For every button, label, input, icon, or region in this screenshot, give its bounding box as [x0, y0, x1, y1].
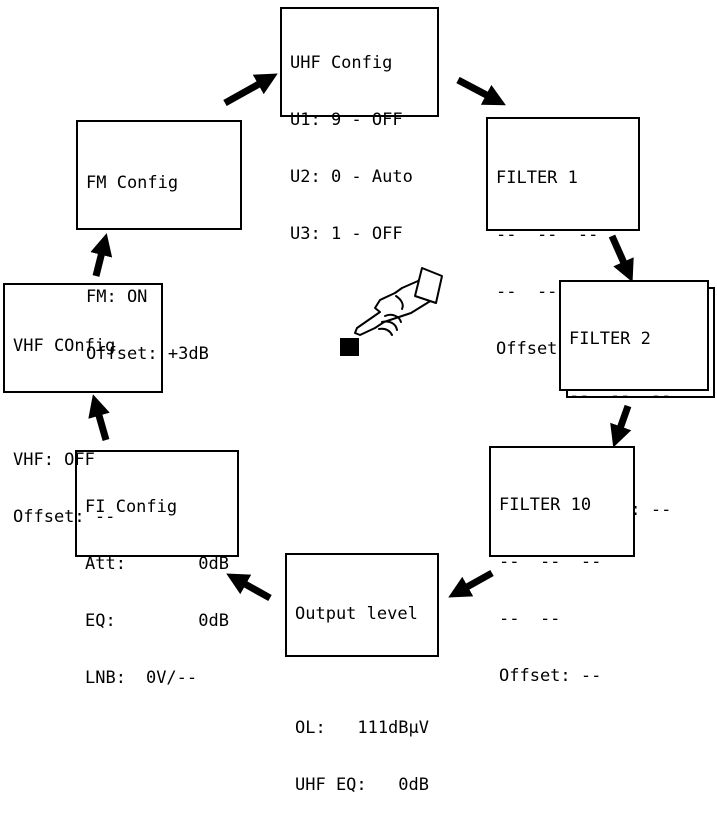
- filter1-line1: -- -- --: [496, 225, 599, 245]
- fm-config-title: FM Config: [86, 173, 179, 193]
- filter1-line2: -- --: [496, 282, 558, 302]
- filter2-line1: -- -- --: [569, 386, 672, 406]
- fm-config-line2: Offset: +3dB: [86, 344, 209, 364]
- arrow-fm-to-uhf: [223, 73, 278, 107]
- vhf-config-screen: VHF COnfig VHF: OFF Offset: --: [3, 283, 163, 527]
- fi-config-lnb-row: LNB: 0V/--: [85, 669, 229, 688]
- arrow-output-to-fi: [226, 573, 272, 602]
- filter2-screen: FILTER 2 -- -- -- -- -- Offset: --: [559, 280, 709, 520]
- output-level-ol-label: OL:: [295, 718, 326, 738]
- output-level-eq-label: UHF EQ:: [295, 775, 367, 795]
- filter10-offset: Offset: --: [499, 666, 602, 686]
- output-level-ol-value: 111dBµV: [357, 718, 429, 738]
- arrow-uhf-to-filter1: [456, 76, 506, 106]
- output-level-title: Output level: [295, 604, 418, 624]
- filter1-screen: FILTER 1 -- -- -- -- -- Offset: --: [486, 117, 640, 359]
- output-level-eq-row: UHF EQ: 0dB: [295, 776, 429, 795]
- fi-config-eq-row: EQ: 0dB: [85, 612, 229, 631]
- uhf-config-u3: U3: 1 - OFF: [290, 224, 403, 244]
- fi-config-lnb-value: 0V/--: [145, 668, 198, 688]
- fm-config-screen: FM Config FM: ON Offset: +3dB: [76, 120, 242, 364]
- pointing-hand-icon: [354, 267, 443, 336]
- fi-config-title: FI Config: [85, 497, 178, 517]
- uhf-config-u1: U1: 9 - OFF: [290, 110, 403, 130]
- output-level-eq-value: 0dB: [398, 775, 429, 795]
- filter2-title: FILTER 2: [569, 329, 651, 349]
- fi-config-eq-label: EQ:: [85, 611, 116, 631]
- output-level-spacer: [295, 662, 429, 681]
- fi-config-att-value: 0dB: [198, 554, 229, 574]
- filter10-line2: -- --: [499, 609, 561, 629]
- arrow-vhf-to-fm: [90, 233, 113, 277]
- fi-config-screen: FI Config Att: 0dB EQ: 0dB LNB: 0V/--: [75, 450, 239, 688]
- output-level-ol-row: OL: 111dBµV: [295, 719, 429, 738]
- vhf-config-title: VHF COnfig: [13, 336, 116, 356]
- vhf-config-line1: VHF: OFF: [13, 450, 95, 470]
- fi-config-eq-value: 0dB: [198, 611, 229, 631]
- fi-config-att-label: Att:: [85, 554, 126, 574]
- fi-config-lnb-label: LNB:: [85, 668, 126, 688]
- arrow-fi-to-vhf: [88, 394, 110, 441]
- square-button-icon: [340, 338, 359, 356]
- fi-config-att-row: Att: 0dB: [85, 555, 229, 574]
- arrow-filter2-to-filter10: [610, 404, 632, 448]
- fm-config-line1: FM: ON: [86, 287, 148, 307]
- filter1-title: FILTER 1: [496, 168, 578, 188]
- uhf-config-title: UHF Config: [290, 53, 393, 73]
- vhf-config-line2: Offset: --: [13, 507, 116, 527]
- filter10-title: FILTER 10: [499, 495, 592, 515]
- uhf-config-screen: UHF Config U1: 9 - OFF U2: 0 - Auto U3: …: [280, 7, 439, 244]
- arrow-filter1-to-filter2: [608, 234, 634, 283]
- uhf-config-u2: U2: 0 - Auto: [290, 167, 413, 187]
- flow-overlay: [88, 73, 634, 602]
- filter10-line1: -- -- --: [499, 552, 602, 572]
- arrow-filter10-to-output: [448, 569, 494, 598]
